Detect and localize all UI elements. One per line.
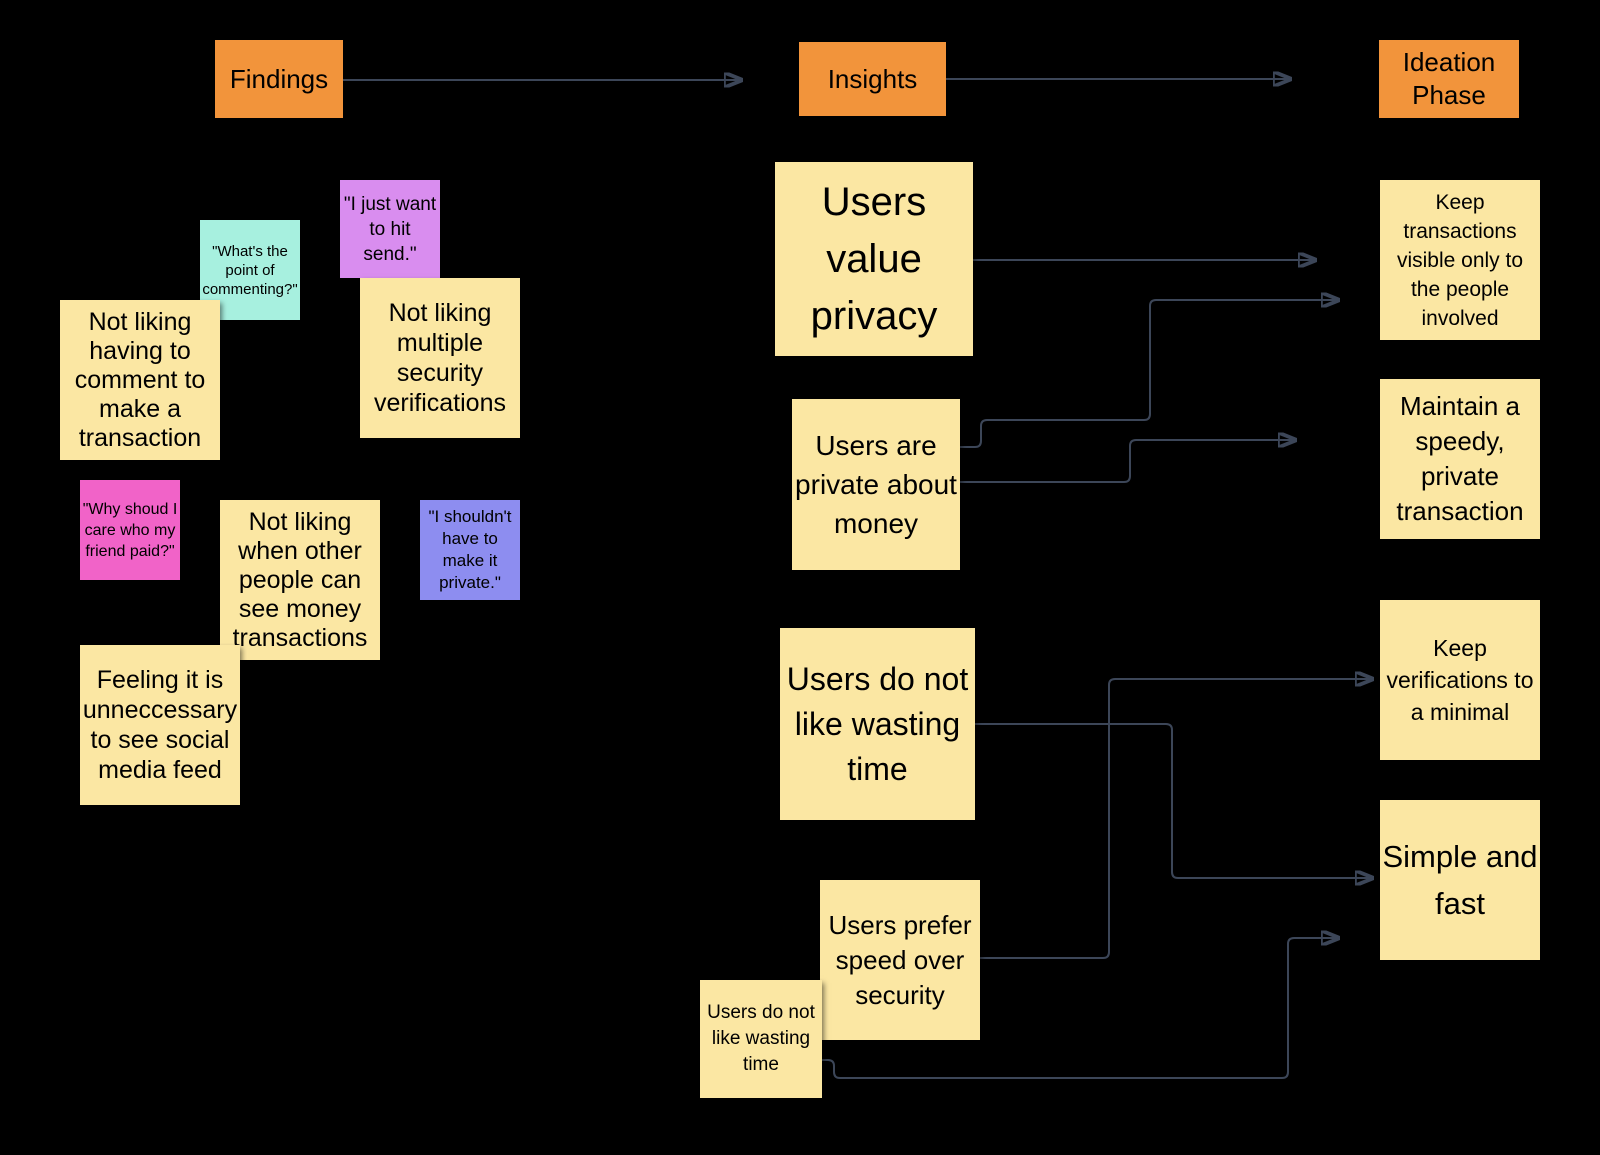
note-quote-make-private[interactable]: "I shouldn't have to make it private." [420, 500, 520, 600]
note-speed-over-security[interactable]: Users prefer speed over security [820, 880, 980, 1040]
arrow-speed-over-security-to-verifications-minimal [980, 679, 1372, 959]
note-users-dislike-wasting-time-small[interactable]: Users do not like wasting time [700, 980, 822, 1098]
arrow-wasting-time-to-simple-fast [975, 723, 1372, 878]
note-quote-hit-send[interactable]: "I just want to hit send." [340, 180, 440, 278]
note-see-money-transactions[interactable]: Not liking when other people can see mon… [220, 500, 380, 660]
arrow-private-money-to-transactions-visible [960, 300, 1338, 448]
note-comment-to-transact[interactable]: Not liking having to comment to make a t… [60, 300, 220, 460]
header-ideation-phase[interactable]: Ideation Phase [1379, 40, 1519, 118]
note-social-media-feed[interactable]: Feeling it is unneccessary to see social… [80, 645, 240, 805]
note-security-verifications[interactable]: Not liking multiple security verificatio… [360, 278, 520, 438]
note-keep-verifications-minimal[interactable]: Keep verifications to a minimal [1380, 600, 1540, 760]
header-findings[interactable]: Findings [215, 40, 343, 118]
note-quote-why-care[interactable]: "Why shoud I care who my friend paid?" [80, 480, 180, 580]
note-maintain-speedy-private[interactable]: Maintain a speedy, private transaction [1380, 379, 1540, 539]
note-simple-and-fast[interactable]: Simple and fast [1380, 800, 1540, 960]
note-keep-transactions-visible[interactable]: Keep transactions visible only to the pe… [1380, 180, 1540, 340]
note-users-value-privacy[interactable]: Users value privacy [775, 162, 973, 356]
note-users-private-about-money[interactable]: Users are private about money [792, 399, 960, 570]
header-insights[interactable]: Insights [799, 42, 946, 116]
arrow-private-money-to-speedy-private [960, 440, 1295, 483]
note-users-dislike-wasting-time[interactable]: Users do not like wasting time [780, 628, 975, 820]
